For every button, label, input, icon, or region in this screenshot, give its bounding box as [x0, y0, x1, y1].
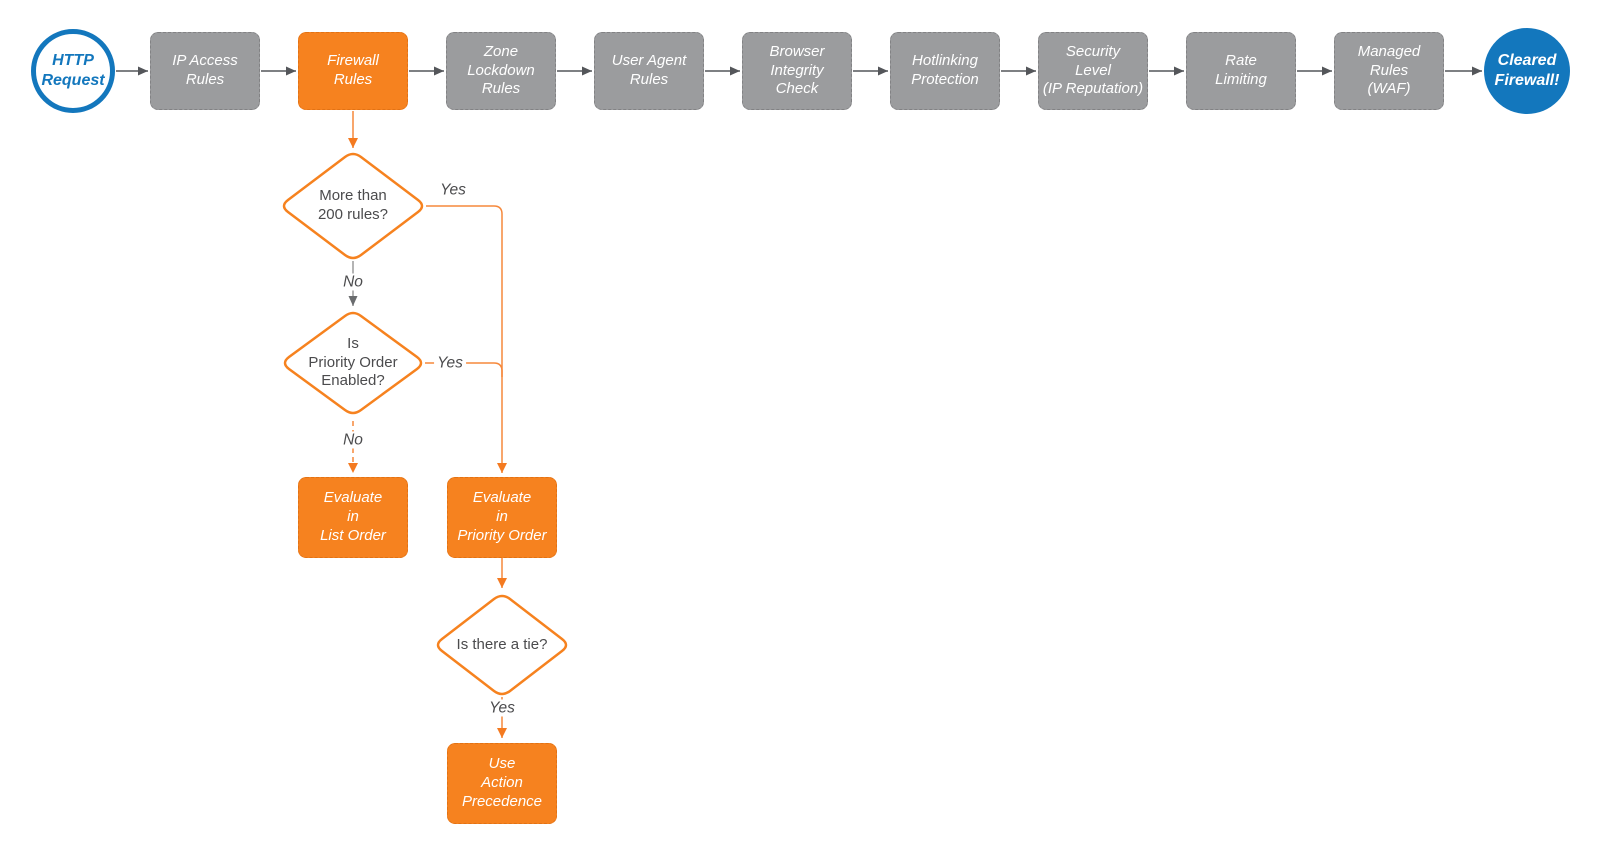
- node-zone-lockdown-rules-label: Zone Lockdown Rules: [467, 42, 535, 98]
- node-user-agent-rules: User Agent Rules: [594, 32, 704, 110]
- decision-200-rules-text: More than 200 rules?: [317, 187, 389, 223]
- node-firewall-rules-label: Firewall Rules: [327, 52, 379, 88]
- node-cleared-firewall-label: Cleared Firewall!: [1494, 52, 1560, 89]
- node-managed-rules-waf-label: Managed Rules (WAF): [1357, 42, 1421, 98]
- decision-diamond-tie: [436, 594, 568, 696]
- connector-decision-priority-yes: [425, 362, 503, 377]
- connector-decision-200-yes: [426, 205, 507, 473]
- node-evaluate-list-order-label: Evaluate in List Order: [320, 489, 386, 544]
- node-managed-rules-waf: Managed Rules (WAF): [1334, 32, 1444, 110]
- node-security-level-label: Security Level (IP Reputation): [1042, 42, 1144, 98]
- node-security-level: Security Level (IP Reputation): [1038, 32, 1148, 110]
- node-hotlinking-protection-label: Hotlinking Protection: [911, 52, 979, 88]
- node-http-request-label: HTTP Request: [41, 52, 105, 89]
- decision-tie-label: Is there a tie?: [437, 625, 567, 665]
- node-rate-limiting: Rate Limiting: [1186, 32, 1296, 110]
- node-use-action-precedence: Use Action Precedence: [447, 743, 557, 824]
- node-use-action-precedence-label: Use Action Precedence: [461, 755, 543, 810]
- node-evaluate-priority-order: Evaluate in Priority Order: [447, 477, 557, 558]
- node-evaluate-priority-order-label: Evaluate in Priority Order: [457, 489, 547, 544]
- node-cleared-firewall: Cleared Firewall!: [1484, 28, 1570, 114]
- decision-priority-order-label: Is Priority Order Enabled?: [283, 327, 423, 399]
- decision-diamond-200-rules: [282, 152, 424, 260]
- edge-label-200-no: No: [340, 273, 366, 291]
- node-evaluate-list-order: Evaluate in List Order: [298, 477, 408, 558]
- node-zone-lockdown-rules: Zone Lockdown Rules: [446, 32, 556, 110]
- node-firewall-rules: Firewall Rules: [298, 32, 408, 110]
- node-user-agent-rules-label: User Agent Rules: [611, 52, 687, 88]
- node-ip-access-rules: IP Access Rules: [150, 32, 260, 110]
- decision-200-rules-label: More than 200 rules?: [283, 176, 423, 236]
- node-browser-integrity-check-label: Browser Integrity Check: [769, 42, 825, 98]
- decision-diamond-priority-order: [283, 311, 423, 415]
- node-rate-limiting-label: Rate Limiting: [1215, 52, 1267, 88]
- node-browser-integrity-check: Browser Integrity Check: [742, 32, 852, 110]
- decision-priority-order-text: Is Priority Order Enabled?: [308, 335, 398, 390]
- node-hotlinking-protection: Hotlinking Protection: [890, 32, 1000, 110]
- edge-label-200-yes: Yes: [437, 181, 469, 199]
- edge-label-priority-no: No: [340, 431, 366, 449]
- node-http-request: HTTP Request: [31, 29, 115, 113]
- node-ip-access-rules-label: IP Access Rules: [172, 52, 238, 88]
- edge-label-tie-yes: Yes: [486, 699, 518, 717]
- decision-tie-text: Is there a tie?: [456, 635, 548, 653]
- edge-label-priority-yes: Yes: [434, 354, 466, 372]
